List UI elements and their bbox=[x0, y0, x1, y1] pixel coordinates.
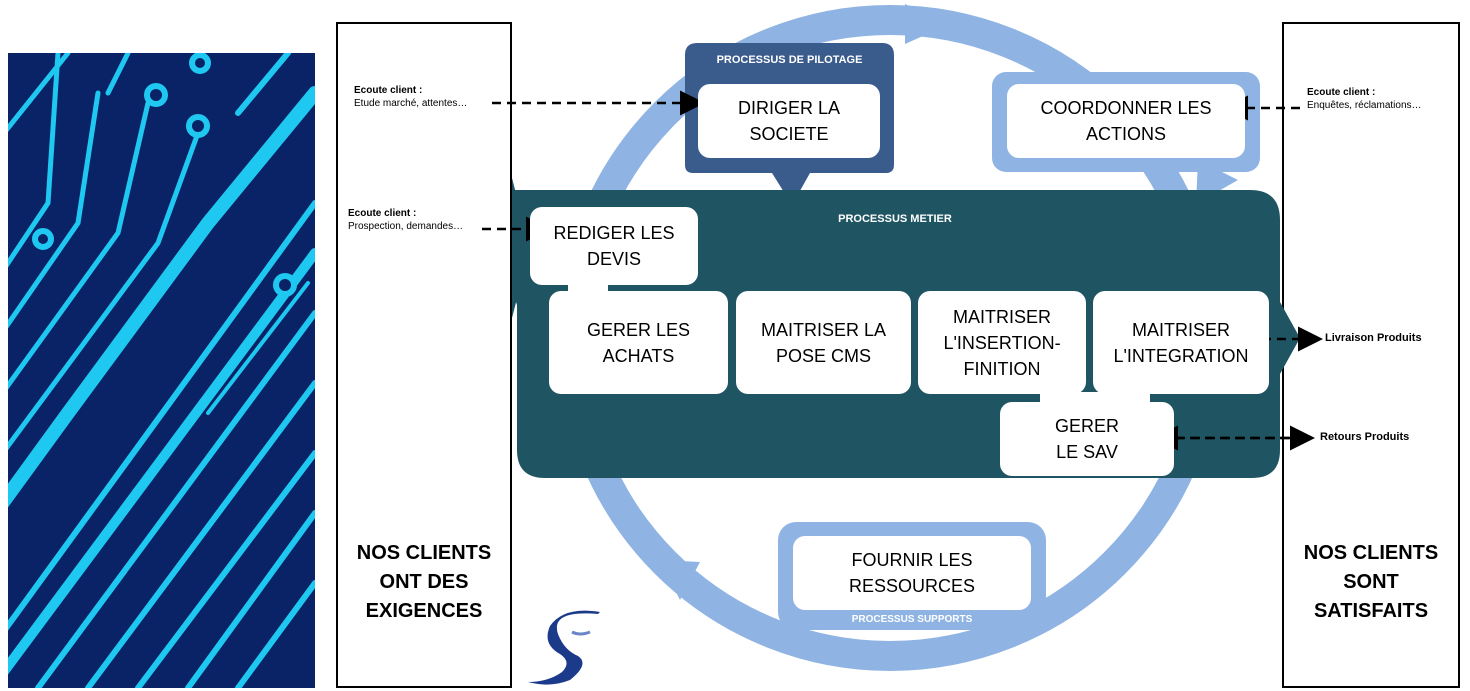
note-heading: Ecoute client : bbox=[348, 208, 417, 219]
fournir-ressources-box[interactable]: FOURNIR LES RESSOURCES bbox=[793, 536, 1031, 610]
right-client-column: NOS CLIENTS SONT SATISFAITS bbox=[1282, 22, 1460, 688]
rediger-devis-box[interactable]: REDIGER LES DEVIS bbox=[530, 207, 698, 285]
retours-produits-label: Retours Produits bbox=[1320, 431, 1410, 443]
left-client-column: NOS CLIENTS ONT DES EXIGENCES bbox=[336, 22, 512, 688]
note-etude-marche: Ecoute client : Etude marché, attentes… bbox=[354, 84, 467, 110]
note-text: Enquêtes, réclamations… bbox=[1307, 100, 1422, 111]
livraison-produits-label: Livraison Produits bbox=[1325, 332, 1422, 344]
circuit-board-image bbox=[8, 53, 315, 688]
gerer-sav-box[interactable]: GERER LE SAV bbox=[1000, 402, 1174, 476]
right-column-title: NOS CLIENTS SONT SATISFAITS bbox=[1303, 542, 1439, 622]
note-prospection: Ecoute client : Prospection, demandes… bbox=[348, 207, 463, 233]
staymatel-logo bbox=[520, 606, 710, 686]
staymatel-logo-graphic bbox=[528, 610, 600, 685]
coordonner-actions-box[interactable]: COORDONNER LES ACTIONS bbox=[1007, 84, 1245, 158]
metier-left-chevron bbox=[512, 178, 530, 318]
note-enquetes: Ecoute client : Enquêtes, réclamations… bbox=[1307, 86, 1422, 112]
note-text: Prospection, demandes… bbox=[348, 221, 464, 232]
maitriser-integration-box[interactable]: MAITRISER L'INTEGRATION bbox=[1093, 291, 1269, 394]
circuit-board-graphic bbox=[8, 53, 315, 688]
left-column-title: NOS CLIENTS ONT DES EXIGENCES bbox=[356, 542, 492, 622]
metier-header: PROCESSUS METIER bbox=[838, 213, 952, 225]
maitriser-pose-cms-box[interactable]: MAITRISER LA POSE CMS bbox=[736, 291, 911, 394]
note-heading: Ecoute client : bbox=[354, 85, 423, 96]
ring-arrow-bottom bbox=[660, 560, 700, 600]
gerer-achats-box[interactable]: GERER LES ACHATS bbox=[549, 291, 728, 394]
maitriser-insertion-finition-box[interactable]: MAITRISER L'INSERTION- FINITION bbox=[918, 291, 1086, 394]
ring-arrow-top bbox=[905, 4, 950, 44]
note-heading: Ecoute client : bbox=[1307, 87, 1376, 98]
supports-header: PROCESSUS SUPPORTS bbox=[851, 614, 973, 625]
diriger-societe-box[interactable]: DIRIGER LA SOCIETE bbox=[698, 84, 880, 158]
note-text: Etude marché, attentes… bbox=[354, 98, 468, 109]
pilotage-header: PROCESSUS DE PILOTAGE bbox=[716, 54, 863, 66]
